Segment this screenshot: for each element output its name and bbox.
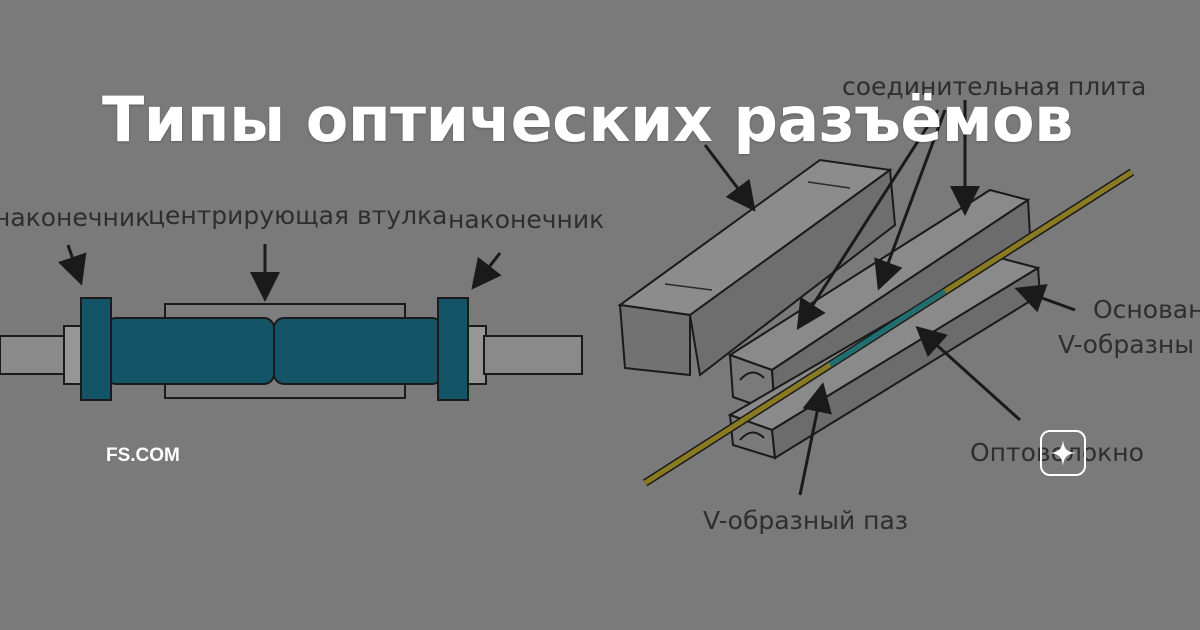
label-alignment-sleeve: центрирующая втулка [148,201,448,230]
arrow-cover [703,144,756,212]
arrow-ferrule-left [58,244,87,286]
ferrule-connector-diagram [0,244,583,401]
label-base-line2: V-образны [1058,330,1194,359]
ferrule-flange-right [437,297,469,401]
arrow-fiber [915,325,1022,422]
ferrule-right [273,317,443,385]
base-groove [739,431,765,441]
arrow-groove [798,382,832,496]
label-ferrule-left: наконечник [0,203,151,232]
fiber-cable-right [483,335,583,375]
sparkle-button[interactable] [1040,430,1086,476]
source-label: FS.COM [106,445,180,466]
arrow-base [1014,284,1076,313]
cover-slot-1 [664,283,713,291]
ferrule-left [105,317,275,385]
label-ferrule-right: наконечник [448,205,605,234]
fiber-cable-left [0,335,67,375]
plate-groove [739,371,765,381]
fiber-core-section [828,288,947,368]
label-base-line1: Основан [1093,295,1200,324]
page-title: Типы оптических разъёмов [102,83,1073,156]
label-connecting-plate: соединительная плита [842,72,1147,101]
cover-side [688,168,897,377]
arrow-plate-2 [874,109,947,291]
cover-slot-2 [807,181,851,189]
arrow-plate-3 [796,109,940,331]
ferrule-flange-left [80,297,112,401]
label-v-groove: V-образный паз [703,506,909,535]
v-groove-splice-diagram [617,100,1135,496]
arrow-ferrule-right [471,252,502,290]
sparkle-icon [1050,440,1076,466]
cover-front [618,303,691,377]
